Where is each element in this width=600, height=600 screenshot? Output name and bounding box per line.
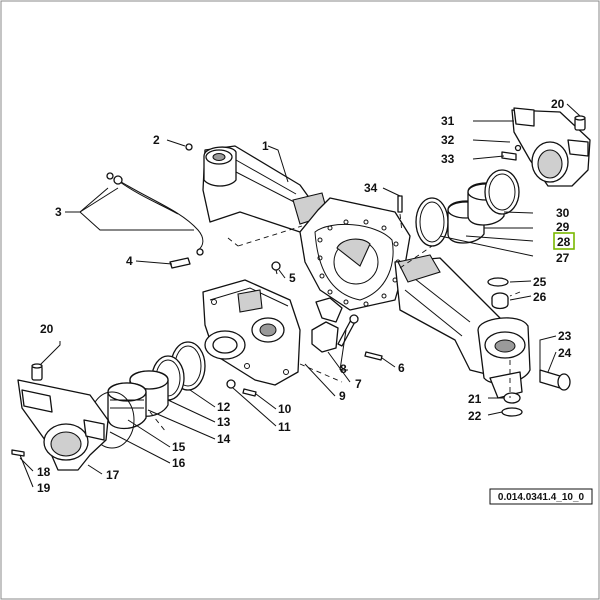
left-ring-stack [89,341,206,449]
callout-30: 30 [556,206,570,220]
callout-4: 4 [126,254,133,268]
reference-code-box: 0.014.0341.4_10_0 [489,488,593,505]
callout-26: 26 [533,290,547,304]
sensor-cable [106,143,204,269]
callout-23: 23 [558,329,572,343]
callout-27: 27 [556,251,570,265]
callout-24: 24 [558,346,572,360]
callout-17: 17 [106,468,120,482]
callout-1: 1 [262,139,269,153]
callout-7: 7 [355,377,362,391]
callout-labels: 1 2 3 4 5 6 7 8 9 10 11 12 13 14 15 16 1… [37,97,572,495]
callout-20-left: 20 [40,322,54,336]
bolt-8 [337,314,359,347]
callout-33: 33 [441,152,455,166]
callout-12: 12 [217,400,231,414]
callout-18: 18 [37,465,51,479]
bolt-5 [271,261,281,275]
left-hub-housing [202,279,301,386]
callout-20-right: 20 [551,97,565,111]
callout-5: 5 [289,271,296,285]
highlight-box-28 [553,232,575,250]
pin-6 [364,351,383,361]
reference-code: 0.014.0341.4_10_0 [498,492,585,503]
axle-housing [202,145,531,399]
leader-lines [19,103,581,488]
callout-34: 34 [364,181,378,195]
callout-31: 31 [441,114,455,128]
left-bracket-17 [11,363,109,471]
bracket-7 [311,297,343,353]
callout-2: 2 [153,133,160,147]
callout-19: 19 [37,481,51,495]
callout-16: 16 [172,456,186,470]
bolts-10-11 [226,379,257,397]
callout-29: 29 [556,220,570,234]
callout-10: 10 [278,402,292,416]
callout-13: 13 [217,415,231,429]
callout-14: 14 [217,432,231,446]
stud-34 [397,195,403,213]
callout-21: 21 [468,392,482,406]
callout-8: 8 [340,362,347,376]
callout-22: 22 [468,409,482,423]
callout-15: 15 [172,440,186,454]
callout-28: 28 [557,235,571,249]
callout-32: 32 [441,133,455,147]
right-ring-stack [415,169,520,247]
callout-6: 6 [398,361,405,375]
callout-25: 25 [533,275,547,289]
right-small-parts [487,277,571,417]
callout-3: 3 [55,205,62,219]
right-bracket-31 [501,107,591,187]
assembly-lines [149,213,521,433]
callout-9: 9 [339,389,346,403]
callout-11: 11 [278,420,291,434]
